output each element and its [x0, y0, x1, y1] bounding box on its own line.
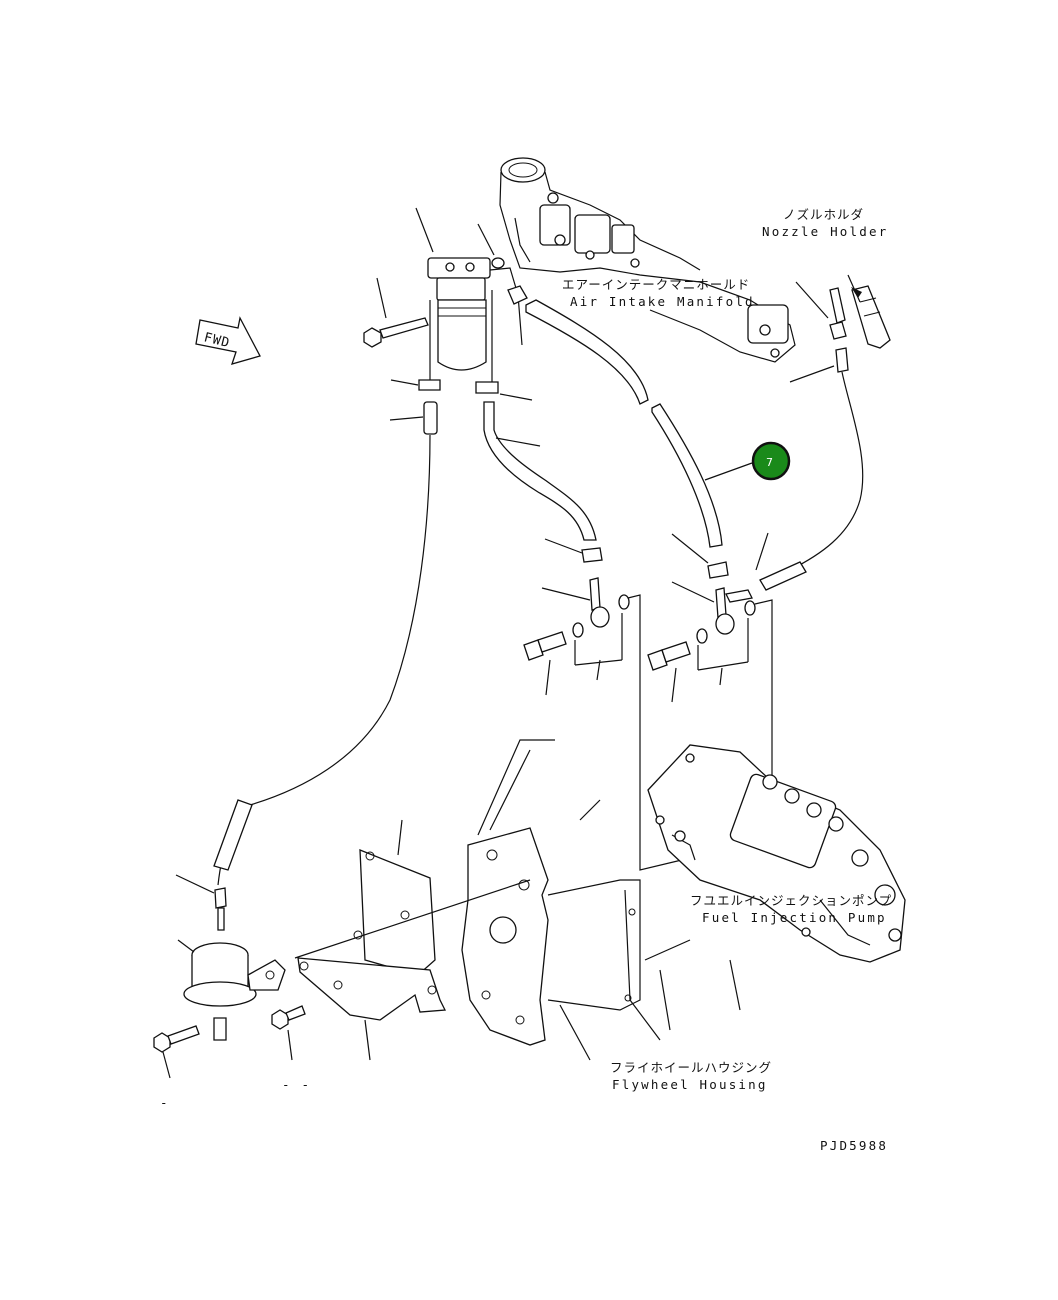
hose-long [525, 299, 753, 579]
small-mark: - [160, 1095, 170, 1110]
nozzle-holder [755, 274, 891, 591]
air-intake-manifold [499, 157, 796, 363]
fwd-label: FWD [202, 330, 231, 351]
fuel-injection-pump [647, 744, 906, 963]
hose-left [213, 379, 441, 886]
sep-bolt [153, 1025, 200, 1079]
callout-7-circle[interactable] [751, 441, 791, 481]
flywheel-label-en: Flywheel Housing [612, 1077, 768, 1092]
air-intake-label-en: Air Intake Manifold [570, 294, 755, 309]
water-separator [175, 874, 286, 1041]
fwd-arrow-icon: FWD [195, 316, 261, 365]
fuel-pump-label-en: Fuel Injection Pump [702, 910, 887, 925]
banjo-fitting-left [541, 577, 691, 871]
fuel-pump-label-jp: フユエルインジェクションポンプ [690, 893, 892, 908]
washer [477, 223, 505, 269]
hose-middle [475, 381, 603, 563]
flywheel-label-jp: フライホイールハウジング [610, 1060, 772, 1075]
nozzle-holder-label-jp: ノズルホルダ [783, 207, 864, 222]
callout-7[interactable]: 7 [751, 441, 791, 481]
air-intake-label-jp: エアーインテークマニホールド [562, 277, 750, 292]
bracket-bolt [271, 1005, 306, 1061]
qty-marks: - - [282, 1077, 311, 1092]
banjo-bolt-right [647, 641, 691, 703]
hose-clamp [507, 285, 528, 305]
mounting-bolt [363, 277, 429, 348]
drawing-number: PJD5988 [820, 1138, 888, 1153]
callout-7-number: 7 [766, 456, 773, 469]
bracket [294, 819, 531, 1061]
fuel-filter [415, 207, 523, 383]
flywheel-housing [461, 739, 741, 1061]
nozzle-holder-label-en: Nozzle Holder [762, 224, 888, 239]
banjo-bolt-left [523, 631, 567, 696]
